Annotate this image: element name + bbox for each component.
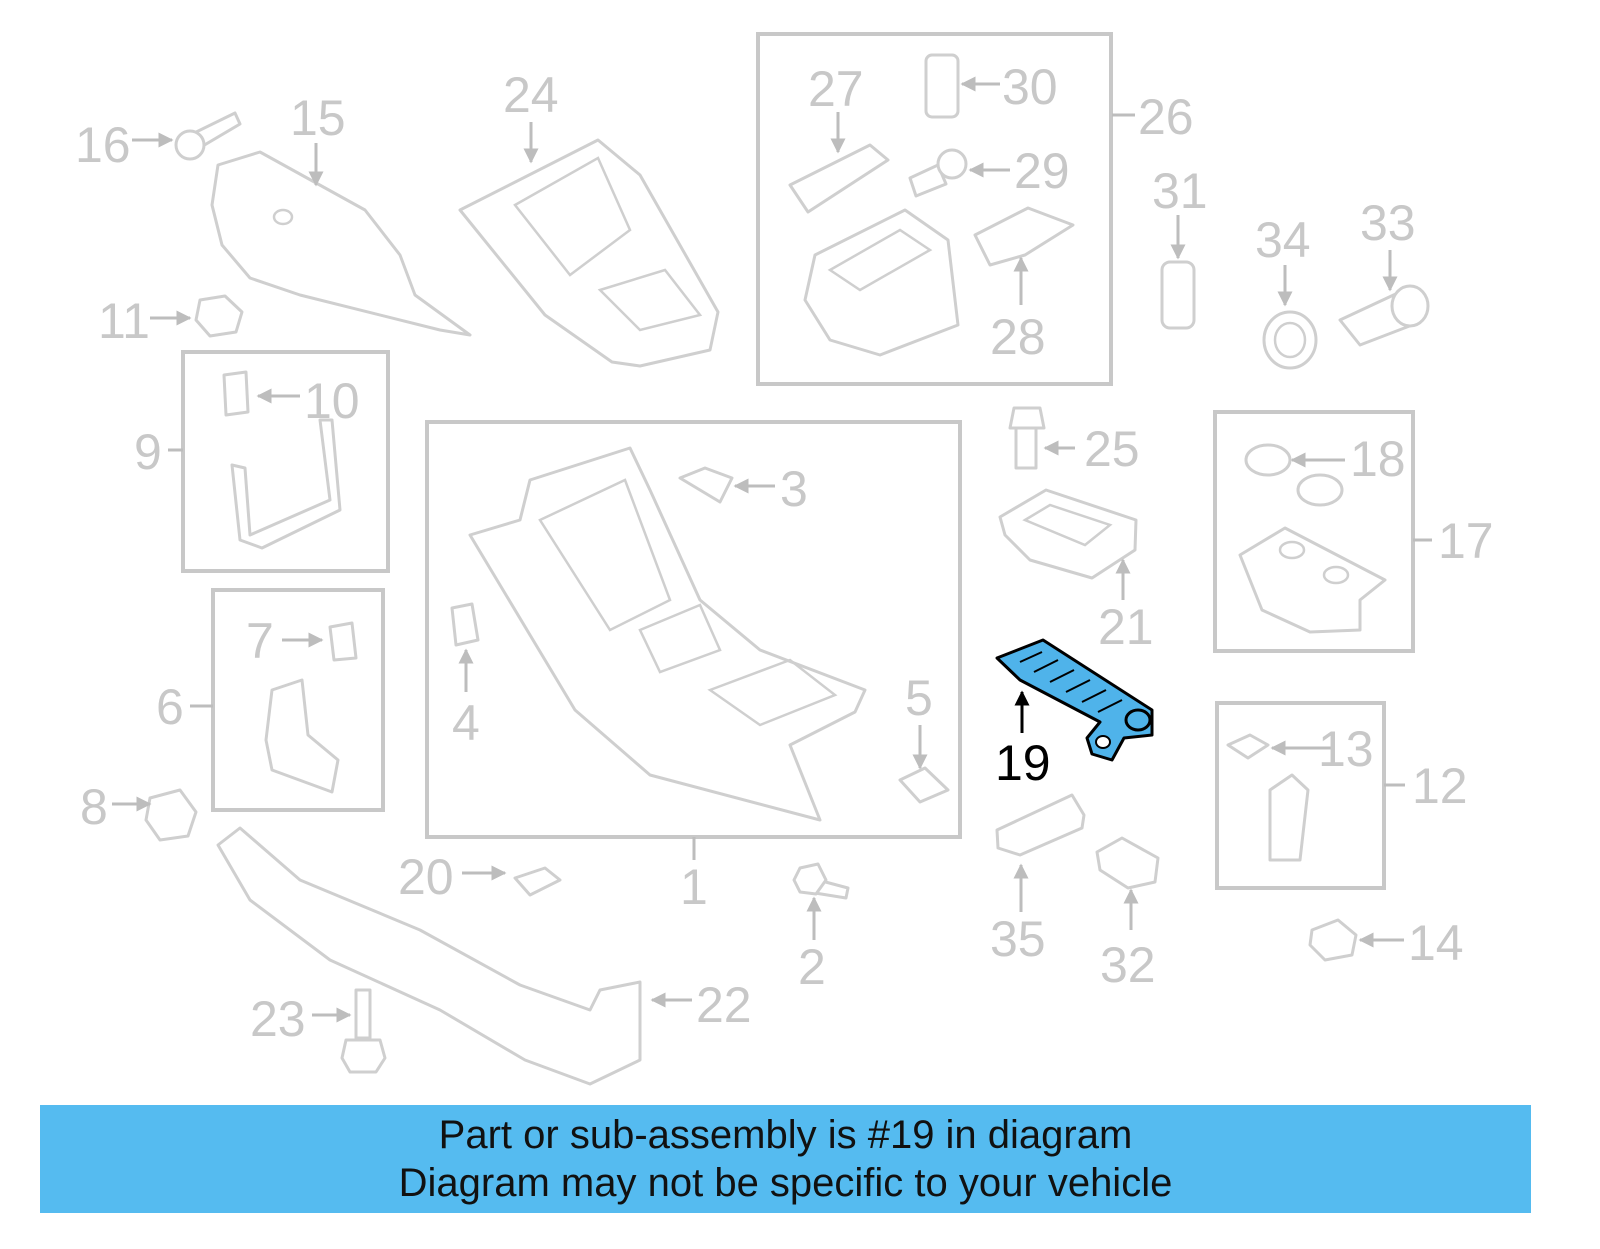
part-31-socket	[1160, 260, 1196, 330]
callout-13: 13	[1318, 721, 1374, 777]
callout-9: 9	[134, 424, 162, 480]
callout-3: 3	[780, 461, 808, 517]
callout-8: 8	[80, 779, 108, 835]
group-box-6	[211, 588, 385, 812]
callout-22: 22	[696, 977, 752, 1033]
part-4-clip	[450, 602, 480, 647]
callout-35: 35	[990, 911, 1046, 967]
callout-25: 25	[1084, 421, 1140, 477]
leader-lines	[112, 76, 1432, 1023]
part-21-tray	[998, 488, 1138, 580]
callout-29: 29	[1014, 143, 1070, 199]
part-35-switch	[995, 793, 1086, 857]
part-24-console-trim	[458, 138, 720, 368]
part-8-nut	[144, 788, 198, 842]
part-32-switch	[1095, 836, 1160, 890]
callout-15: 15	[290, 90, 346, 146]
callout-32: 32	[1100, 937, 1156, 993]
part-13-clip	[1226, 733, 1270, 760]
part-30-clip	[924, 53, 960, 119]
group-box-17	[1213, 410, 1415, 653]
callout-12: 12	[1412, 758, 1468, 814]
banner-line-part: Part or sub-assembly is #19 in diagram	[438, 1113, 1133, 1157]
callout-18: 18	[1350, 431, 1406, 487]
callout-33: 33	[1360, 195, 1416, 251]
callout-26: 26	[1138, 89, 1194, 145]
group-box-12	[1215, 701, 1386, 890]
part-9-bracket	[230, 418, 342, 550]
part-17-cup-holder	[1238, 526, 1387, 634]
part-23-bolt	[340, 988, 387, 1074]
callout-20: 20	[398, 849, 454, 905]
callout-24: 24	[503, 67, 559, 123]
part-33-socket	[1338, 284, 1430, 347]
part-26-switch-panel	[803, 208, 960, 357]
callout-1: 1	[680, 859, 708, 915]
part-27-switch	[788, 143, 890, 214]
callout-10: 10	[304, 373, 360, 429]
callout-23: 23	[250, 991, 306, 1047]
callout-30: 30	[1002, 59, 1058, 115]
part-10-clip	[222, 370, 250, 417]
callout-31: 31	[1152, 163, 1208, 219]
callout-27: 27	[808, 61, 864, 117]
group-box-9	[181, 350, 390, 573]
callout-19: 19	[995, 735, 1051, 791]
part-7-clip	[328, 621, 358, 662]
part-2-screw	[792, 862, 850, 900]
part-20-clip	[513, 866, 562, 897]
part-34-ring	[1262, 310, 1318, 370]
callout-34: 34	[1255, 212, 1311, 268]
callout-7: 7	[246, 613, 274, 669]
part-5-clip	[898, 766, 950, 804]
part-16-bolt	[174, 111, 242, 161]
part-1-center-console	[468, 446, 867, 822]
part-12-bracket	[1268, 773, 1310, 862]
info-banner: Part or sub-assembly is #19 in diagram D…	[40, 1105, 1531, 1213]
callout-11: 11	[98, 293, 150, 349]
part-28-bracket	[973, 206, 1075, 267]
callout-5: 5	[905, 670, 933, 726]
part-6-bracket	[264, 678, 340, 794]
callout-28: 28	[990, 309, 1046, 365]
part-18-mat	[1244, 443, 1344, 507]
part-22-duct	[216, 826, 642, 1086]
part-29-bulb	[908, 148, 968, 198]
part-19-highlighted	[995, 638, 1154, 762]
banner-line-disclaimer: Diagram may not be specific to your vehi…	[398, 1161, 1173, 1205]
callout-16: 16	[75, 117, 131, 173]
callout-14: 14	[1408, 915, 1464, 971]
callout-21: 21	[1098, 599, 1154, 655]
callout-6: 6	[156, 679, 184, 735]
group-box-26	[756, 32, 1113, 386]
part-11-nut	[194, 294, 244, 338]
part-3-clip	[678, 466, 734, 504]
callout-2: 2	[798, 939, 826, 995]
part-25-screw	[1008, 406, 1046, 470]
callout-4: 4	[452, 695, 480, 751]
part-15-side-panel	[210, 150, 472, 337]
part-14-nut	[1308, 918, 1358, 962]
callout-17: 17	[1438, 513, 1494, 569]
